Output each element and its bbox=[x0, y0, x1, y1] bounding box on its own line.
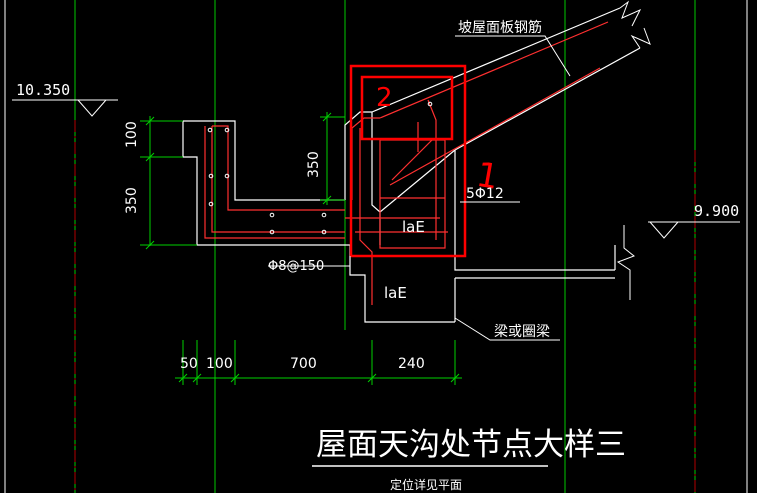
leader-lines bbox=[268, 35, 571, 341]
drawing-title: 屋面天沟处节点大样三 bbox=[316, 427, 626, 463]
dim-left-350: 350 bbox=[124, 187, 140, 214]
concrete-outline bbox=[182, 7, 641, 323]
lae-upper-label: laE bbox=[402, 218, 425, 236]
rebar-main-label: 5Φ12 bbox=[466, 186, 504, 202]
elevation-bottom-label: 9.900 bbox=[694, 202, 739, 220]
elevation-mark-bottom bbox=[648, 221, 740, 239]
rebar-dots bbox=[207, 101, 433, 235]
dim-left-100: 100 bbox=[124, 121, 140, 148]
dim-mid-350: 350 bbox=[306, 151, 322, 178]
elevation-top-label: 10.350 bbox=[16, 81, 70, 99]
dim-h-700: 700 bbox=[290, 356, 317, 372]
stirrup-label: Φ8@150 bbox=[268, 259, 324, 274]
slab-rebar-label: 坡屋面板钢筋 bbox=[458, 19, 542, 36]
lae-lower-label: laE bbox=[384, 284, 407, 302]
drawing-subtitle: 定位详见平面 bbox=[390, 477, 462, 492]
beam-label: 梁或圈梁 bbox=[494, 324, 550, 340]
annotation-2: 2 bbox=[376, 83, 393, 113]
rebar-lines bbox=[204, 21, 609, 305]
elevation-mark-top bbox=[12, 99, 118, 117]
drawing-frame bbox=[4, 0, 748, 493]
grid-lines bbox=[74, 0, 696, 493]
axis-lines bbox=[74, 120, 696, 493]
highlight-box-small bbox=[360, 75, 454, 141]
dimension-lines bbox=[140, 112, 462, 385]
dim-h-50: 50 bbox=[180, 356, 198, 372]
dim-h-100: 100 bbox=[206, 356, 233, 372]
highlight-box-large bbox=[349, 64, 467, 258]
dim-h-240: 240 bbox=[398, 356, 425, 372]
break-lines bbox=[616, 0, 651, 300]
